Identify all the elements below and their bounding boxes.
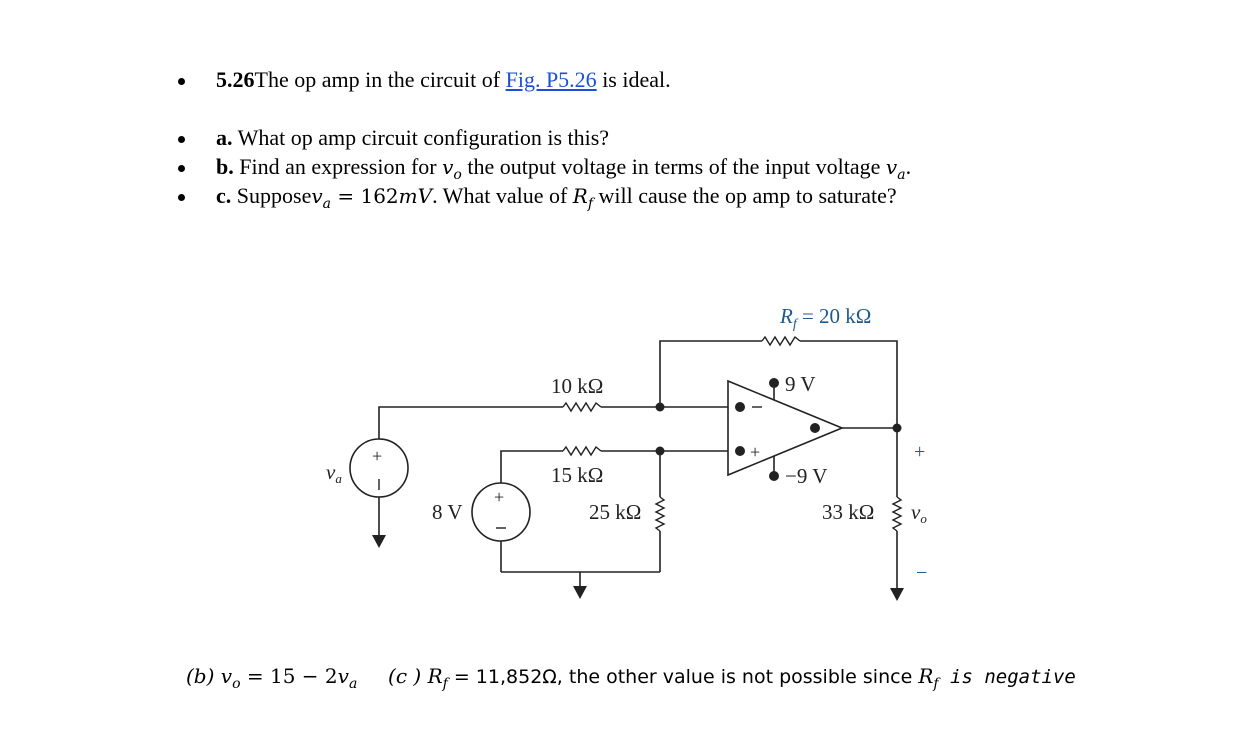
part-a-text: What op amp circuit configuration is thi… [232, 125, 610, 150]
r15-label: 15 kΩ [551, 463, 603, 487]
part-b-var-va: va [885, 155, 906, 183]
part-c-text-end: will cause the op amp to saturate? [593, 183, 897, 208]
rf-label: Rf = 20 kΩ [779, 304, 871, 332]
answer-c: (c ) Rf = 11,852Ω, the other value is no… [388, 664, 1076, 692]
ground-arrow-common [573, 586, 587, 599]
figure-link[interactable]: Fig. P5.26 [505, 67, 597, 92]
ground-arrow-va [372, 535, 386, 548]
node-junction-15k [655, 446, 665, 456]
source-va-plus: + [372, 446, 382, 466]
opamp-plus-mark: + [750, 442, 760, 462]
supply-pos-label: 9 V [785, 372, 816, 396]
part-c-var-va: va = 162mV [311, 184, 433, 212]
resistor-10k [562, 401, 602, 413]
part-b-text-end: . [905, 154, 912, 179]
part-b-text-mid: the output voltage in terms of the input… [461, 154, 886, 179]
bullet [178, 78, 185, 85]
output-plus: + [914, 441, 925, 463]
answers: (b) vo = 15 − 2va (c ) Rf = 11,852Ω, the… [186, 664, 1076, 692]
resistor-33k [891, 496, 903, 532]
intro-text: The op amp in the circuit of [254, 67, 506, 92]
bullet [178, 194, 185, 201]
node-inverting-input [735, 402, 745, 412]
ground-arrow-output [890, 588, 904, 601]
problem-number: 5.26 [216, 67, 255, 92]
source-va [349, 438, 409, 498]
node-noninverting-input [735, 446, 745, 456]
wire-feedback-left [659, 340, 762, 407]
source-8v-plus: + [494, 487, 504, 507]
vo-label: vo [911, 500, 927, 526]
part-a: a. What op amp circuit configuration is … [216, 124, 609, 152]
part-c-text: Suppose [231, 183, 312, 208]
node-opamp-output [810, 423, 820, 433]
resistor-rf [761, 335, 801, 347]
source-8v-label: 8 V [432, 500, 463, 524]
wire-feedback-right [800, 340, 898, 428]
part-b: b. Find an expression for vo the output … [216, 153, 911, 189]
node-junction-10k [655, 402, 665, 412]
part-c-label: c. [216, 183, 232, 208]
opamp-triangle [727, 379, 845, 477]
node-supply-neg [769, 471, 779, 481]
va-label: va [326, 460, 342, 486]
part-c-var-rf: Rf [572, 184, 594, 212]
source-8v [471, 482, 531, 542]
part-c-text-mid: . What value of [432, 183, 573, 208]
part-a-label: a. [216, 125, 233, 150]
node-output [892, 423, 902, 433]
intro-text-end: is ideal. [596, 67, 671, 92]
bullet [178, 136, 185, 143]
r33-label: 33 kΩ [822, 500, 874, 524]
resistor-25k [654, 496, 666, 532]
bullet [178, 165, 185, 172]
wire-va-top [378, 406, 563, 439]
answer-b: (b) vo = 15 − 2va [186, 664, 358, 692]
wire-8v-top [500, 450, 563, 483]
supply-neg-label: −9 V [785, 464, 827, 488]
part-b-label: b. [216, 154, 234, 179]
node-supply-pos [769, 378, 779, 388]
part-b-text: Find an expression for [233, 154, 443, 179]
resistor-15k [562, 445, 602, 457]
r10-label: 10 kΩ [551, 374, 603, 398]
output-minus: − [916, 562, 927, 584]
problem-intro: 5.26The op amp in the circuit of Fig. P5… [216, 66, 671, 94]
r25-label: 25 kΩ [589, 500, 641, 524]
part-c: c. Supposeva = 162mV. What value of Rf w… [216, 182, 897, 218]
part-b-var-vo: vo [442, 155, 462, 183]
